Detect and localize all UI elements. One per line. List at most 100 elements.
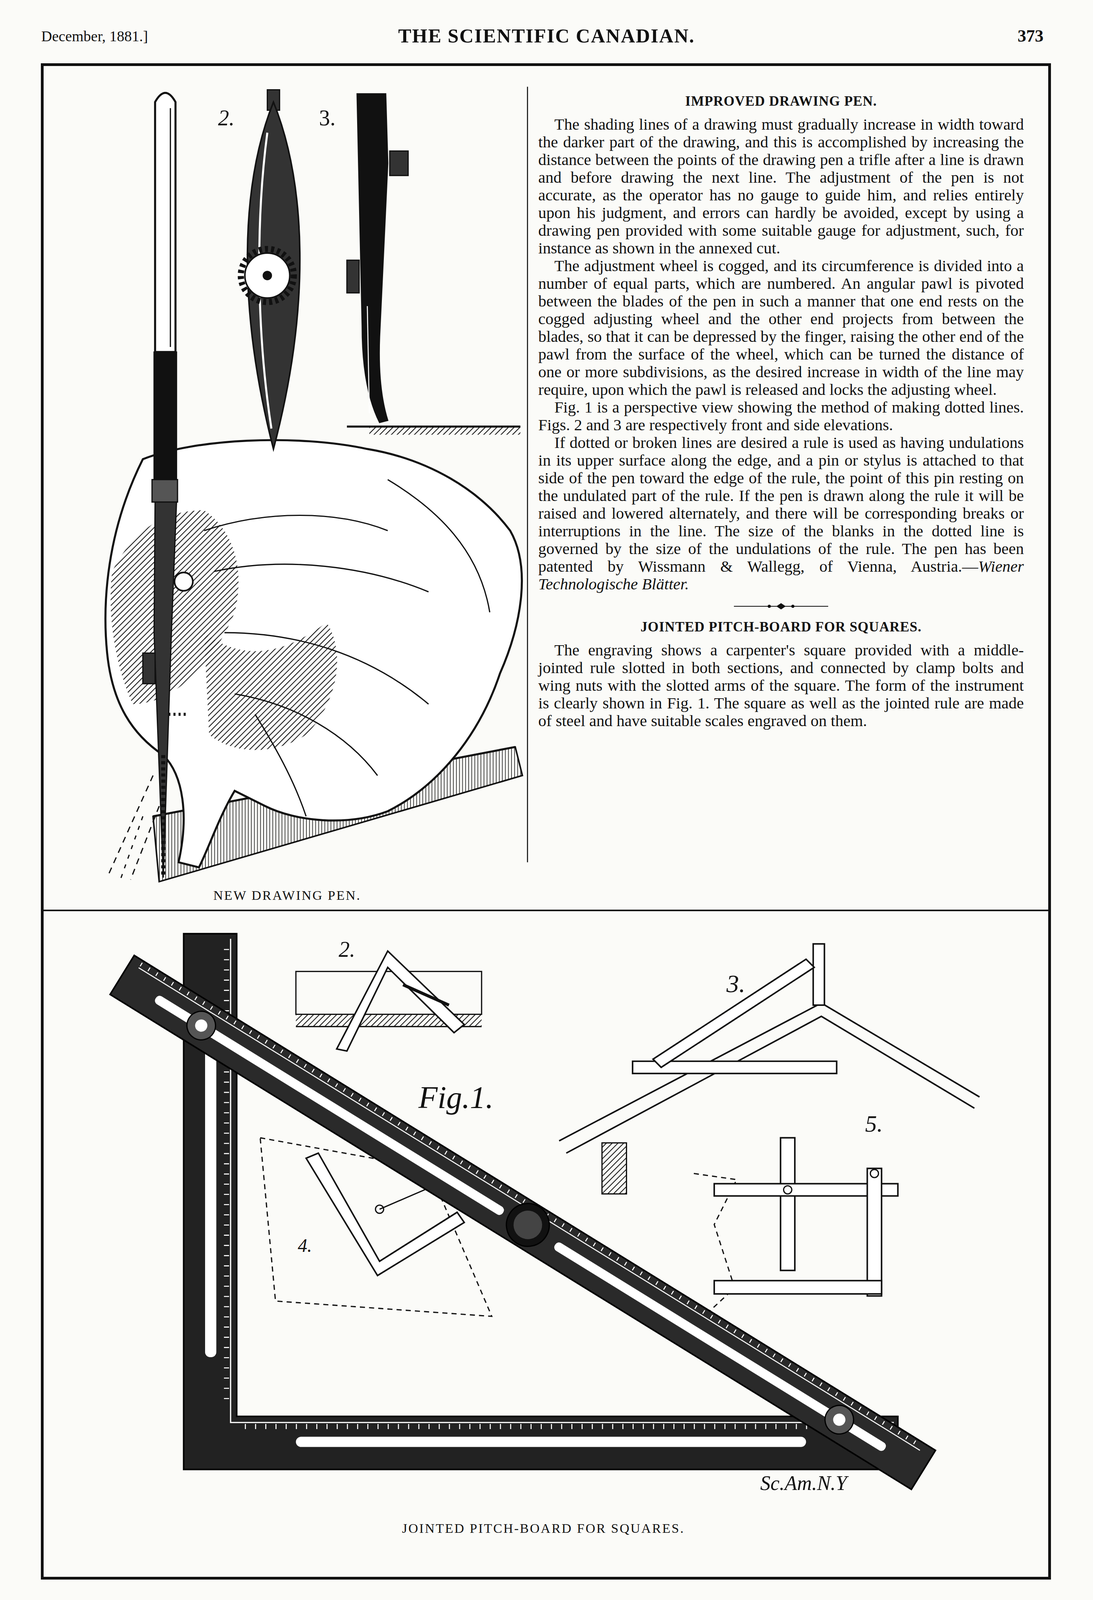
- label-wrap: Fig.1.: [418, 1079, 494, 1116]
- engraving-stroke: [169, 108, 171, 347]
- engraving-stroke: [263, 271, 272, 280]
- engraving-stroke: [870, 1169, 879, 1178]
- engraving-stroke: [244, 1423, 888, 1429]
- engraving-stroke: [552, 1240, 888, 1453]
- figure-number: 2.: [338, 937, 356, 962]
- running-title: THE SCIENTIFIC CANADIAN.: [397, 24, 695, 47]
- engraving-stroke: [143, 652, 156, 684]
- article-column: IMPROVED DRAWING PEN. The shading lines o…: [538, 92, 1024, 730]
- engraving-stroke: [140, 964, 923, 1447]
- label-wrap: Sc.Am.N.Y: [760, 1471, 848, 1495]
- engraving-stroke: [652, 959, 815, 1068]
- engraving-stroke: [295, 971, 482, 1015]
- article-paragraph: The adjustment wheel is cogged, and its …: [538, 256, 1024, 399]
- paragraph-text: Fig. 1 is a perspective view showing the…: [538, 397, 1024, 434]
- engraving-stroke: [780, 1137, 795, 1271]
- engraving-stroke: [295, 1436, 807, 1447]
- engraving-stroke: [336, 950, 465, 1051]
- engraving-stroke: [130, 806, 160, 880]
- article-paragraph: The shading lines of a drawing must grad…: [538, 115, 1024, 257]
- date-line: December, 1881.]: [41, 27, 149, 45]
- engraving-stroke: [174, 572, 193, 591]
- label-wrap: 2.: [218, 105, 235, 131]
- article-panel: IMPROVED DRAWING PEN. The shading lines o…: [40, 63, 1051, 912]
- engraving-stroke: [559, 1003, 980, 1154]
- engraving-stroke: [155, 92, 176, 353]
- label-wrap: December, 1881.]: [41, 27, 149, 45]
- article-heading: IMPROVED DRAWING PEN.: [538, 92, 1024, 111]
- figure-number: 5.: [865, 1110, 883, 1137]
- engraving-stroke: [205, 1020, 217, 1358]
- title-wrap: THE SCIENTIFIC CANADIAN.: [0, 24, 1093, 48]
- engraving-stroke: [813, 943, 825, 1005]
- engraving-stroke: [867, 1168, 882, 1297]
- engraving-stroke: [526, 86, 529, 863]
- engraving-stroke: [168, 712, 189, 716]
- figure-number: 4.: [297, 1234, 312, 1256]
- engraving-stroke: [346, 260, 360, 293]
- figure-panel: JOINTED PITCH-BOARD FOR SQUARES.: [40, 911, 1051, 1580]
- engraving-stroke: [107, 775, 154, 878]
- engraving-stroke: [783, 1185, 792, 1194]
- page-number: 373: [1017, 26, 1044, 46]
- article-paragraph: If dotted or broken lines are desired a …: [538, 433, 1024, 593]
- label-wrap: 3.: [726, 969, 746, 999]
- figure-label: Fig.1.: [418, 1080, 494, 1115]
- figure-caption: JOINTED PITCH-BOARD FOR SQUARES.: [401, 1520, 685, 1536]
- engraving-stroke: [387, 479, 490, 613]
- engraving-stroke: [791, 604, 795, 608]
- paragraph-text: If dotted or broken lines are desired a …: [538, 433, 1024, 576]
- engraving-stroke: [369, 426, 521, 435]
- engraving-stroke: [192, 1017, 210, 1035]
- figure-caption: NEW DRAWING PEN.: [213, 887, 362, 903]
- engraving-stroke: [507, 1204, 548, 1245]
- engraving-stroke: [138, 967, 921, 1451]
- paragraph-text: The shading lines of a drawing must grad…: [538, 115, 1024, 257]
- engraving-stroke: [389, 150, 409, 176]
- engraving-stroke: [601, 1142, 627, 1194]
- figure-number: 3.: [319, 105, 336, 131]
- paragraph-text: The engraving shows a carpenter's square…: [538, 640, 1024, 730]
- engraving-stroke: [767, 604, 771, 608]
- label-wrap: 373: [1017, 25, 1044, 46]
- engraving-stroke: [154, 502, 177, 878]
- engraving-stroke: [224, 632, 429, 705]
- label-wrap: 2.: [338, 936, 356, 962]
- article-heading: JOINTED PITCH-BOARD FOR SQUARES.: [538, 618, 1024, 636]
- engraving-stroke: [152, 479, 178, 503]
- engraving-stroke: [120, 816, 143, 880]
- engraving-stroke: [234, 693, 378, 776]
- ornament-rule: [729, 601, 833, 611]
- engraving-stroke: [203, 622, 338, 751]
- engraving-stroke: [830, 1411, 848, 1429]
- engraving-stroke: [776, 603, 786, 610]
- caption-wrap: NEW DRAWING PEN.: [157, 887, 417, 903]
- caption-wrap: JOINTED PITCH-BOARD FOR SQUARES.: [268, 1520, 819, 1536]
- engraving-stroke: [403, 984, 450, 1005]
- engraving-stroke: [110, 955, 936, 1490]
- engraving-stroke: [244, 253, 290, 298]
- paragraph-text: The adjustment wheel is cogged, and its …: [538, 256, 1024, 399]
- article-paragraph: Fig. 1 is a perspective view showing the…: [538, 398, 1024, 434]
- figure-number: 2.: [218, 105, 235, 131]
- engraving-stroke: [240, 249, 294, 303]
- engraving-stroke: [110, 955, 936, 1490]
- engraving-stroke: [161, 755, 166, 878]
- label-wrap: 5.: [865, 1110, 883, 1138]
- engraving-stroke: [498, 1195, 558, 1255]
- engraving-stroke: [153, 993, 506, 1217]
- engraving-stroke: [819, 1399, 859, 1440]
- engraving-stroke: [357, 93, 388, 423]
- engraving-stroke: [203, 515, 388, 531]
- label-wrap: 4.: [297, 1234, 312, 1257]
- engraving-stroke: [230, 938, 894, 1423]
- engraving-stroke: [254, 714, 307, 817]
- figure-number: 3.: [726, 969, 746, 998]
- engraving-stroke: [214, 564, 429, 592]
- engraving-stroke: [375, 1204, 384, 1214]
- article-paragraph: The engraving shows a carpenter's square…: [538, 641, 1024, 730]
- engraving-stroke: [154, 352, 177, 480]
- engraving-stroke: [183, 933, 898, 1469]
- engraver-signature: Sc.Am.N.Y: [760, 1471, 848, 1495]
- label-wrap: 3.: [319, 105, 336, 131]
